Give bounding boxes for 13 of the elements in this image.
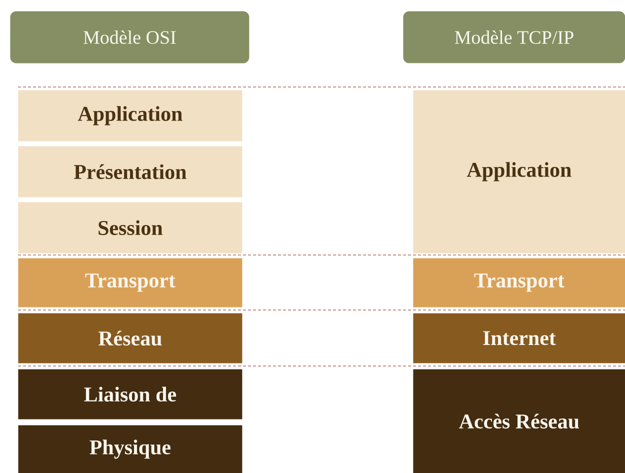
- model-heading-tab: Modèle OSI: [10, 11, 250, 64]
- layer-box: Réseau: [18, 313, 242, 364]
- layer-box: Transport: [18, 258, 242, 308]
- layer-box: Application: [18, 90, 242, 142]
- layer-box: Liaison de: [18, 369, 242, 420]
- layer-box: Internet: [413, 313, 625, 364]
- layer-box: Accès Réseau: [413, 369, 625, 473]
- layer-box: Présentation: [18, 146, 242, 198]
- layer-box: Transport: [413, 258, 625, 308]
- layer-box: Session: [18, 202, 242, 254]
- model-heading-tab: Modèle TCP/IP: [403, 11, 625, 64]
- layer-box: Physique: [18, 425, 242, 473]
- layer-box: Application: [413, 90, 625, 254]
